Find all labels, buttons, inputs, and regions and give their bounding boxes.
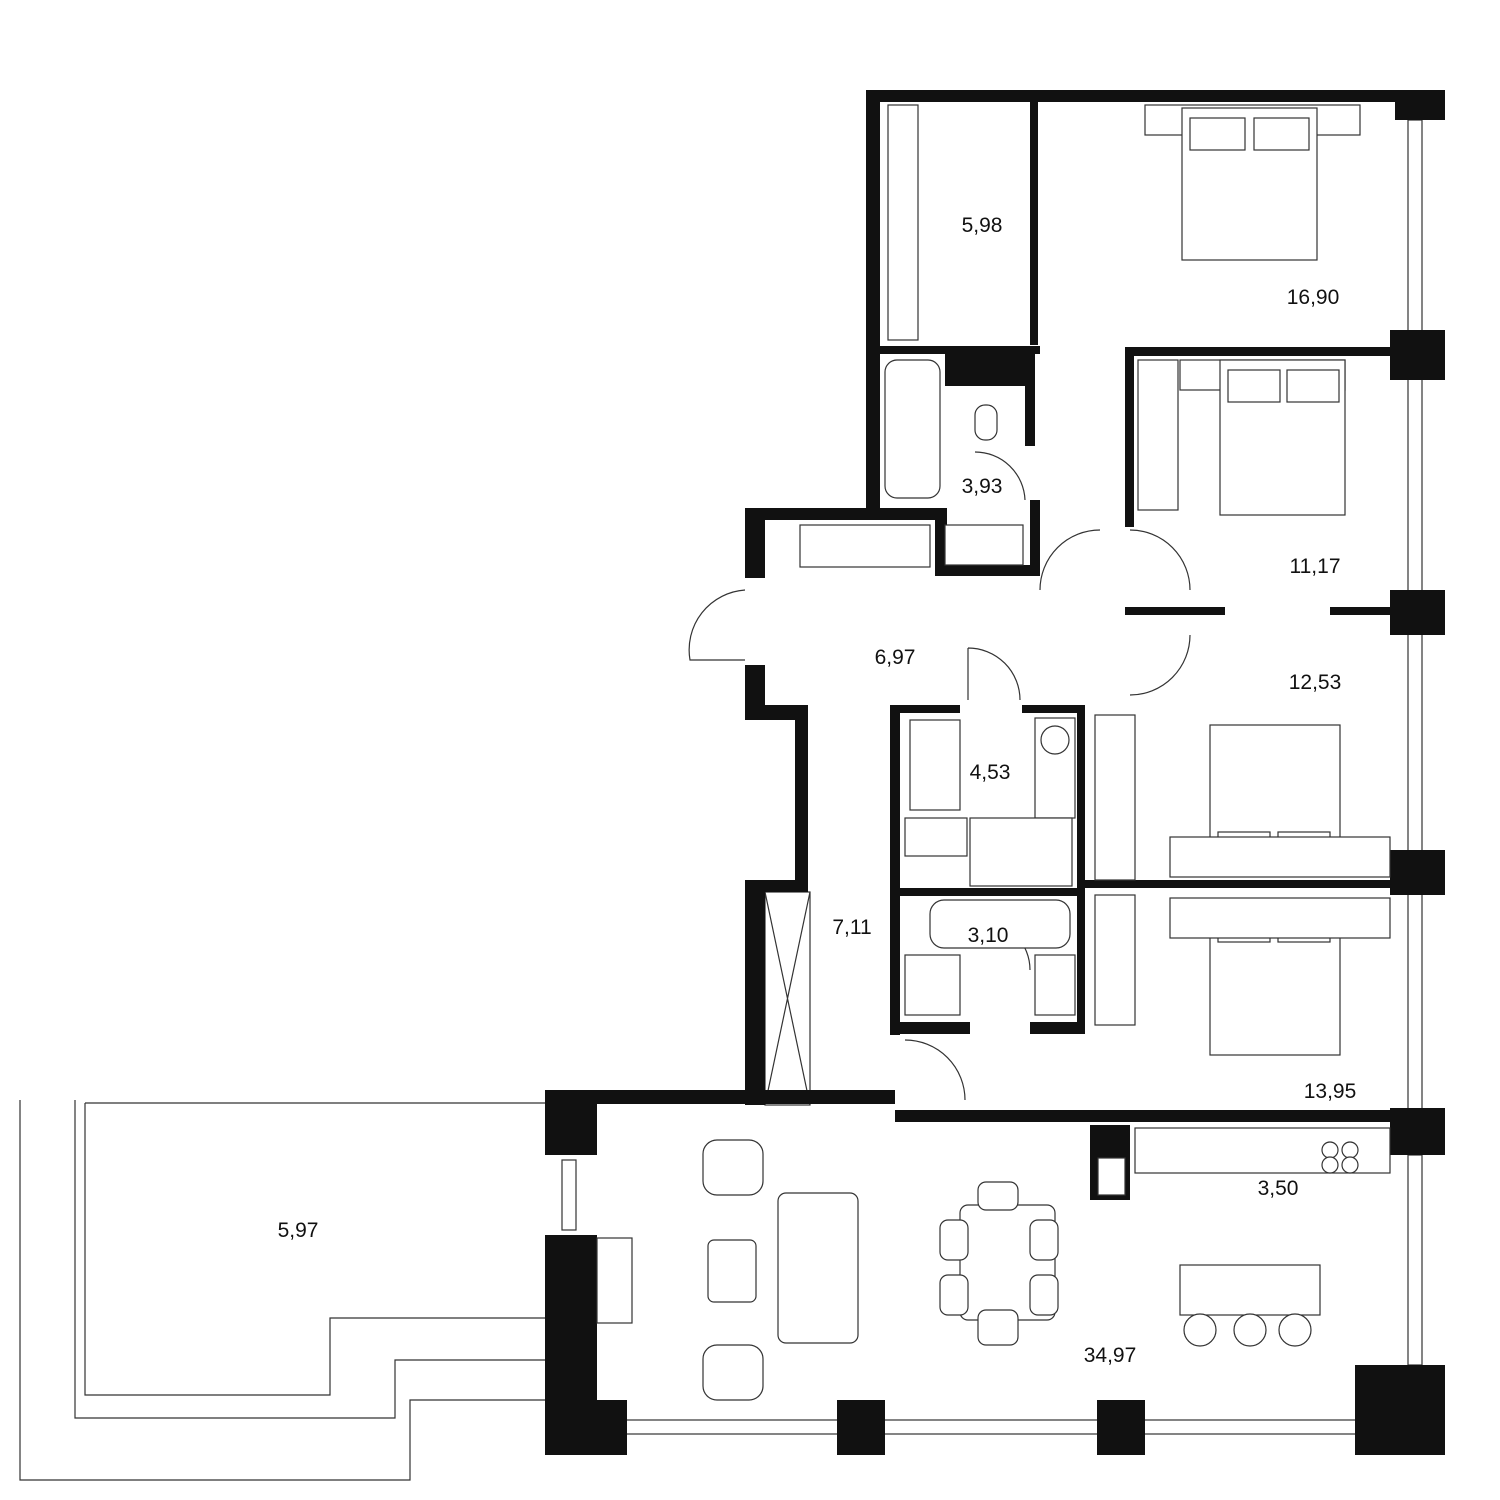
wall bbox=[1390, 330, 1445, 380]
wall bbox=[1030, 1022, 1085, 1034]
furniture-item bbox=[777, 1192, 859, 1344]
room-area-label: 5,98 bbox=[961, 214, 1003, 237]
furniture-item bbox=[929, 899, 1071, 949]
wall bbox=[1125, 347, 1395, 356]
furniture-item bbox=[707, 1239, 757, 1303]
room-area-label: 3,93 bbox=[961, 475, 1003, 498]
furniture-item bbox=[1094, 714, 1136, 881]
furniture-item bbox=[702, 1344, 764, 1401]
wall bbox=[1030, 90, 1038, 345]
wall bbox=[1390, 1108, 1445, 1155]
doors bbox=[688, 451, 1191, 1106]
wall bbox=[745, 508, 765, 578]
wall bbox=[745, 880, 808, 892]
round-fixture bbox=[1341, 1141, 1359, 1159]
room-area-label: 13,95 bbox=[1303, 1080, 1357, 1103]
wall bbox=[1085, 880, 1390, 888]
wall bbox=[795, 705, 808, 890]
furniture-item bbox=[1029, 1274, 1059, 1316]
furniture-item bbox=[1097, 1157, 1126, 1196]
wall bbox=[890, 888, 1085, 896]
wall bbox=[895, 1110, 1395, 1122]
furniture-item bbox=[1227, 369, 1281, 403]
room-area-label: 6,97 bbox=[874, 646, 916, 669]
room-area-label: 7,11 bbox=[832, 916, 872, 939]
room-area-label: 5,97 bbox=[277, 1219, 319, 1242]
furniture-item bbox=[977, 1309, 1019, 1346]
wall bbox=[866, 90, 880, 510]
wall bbox=[1390, 590, 1445, 635]
wall bbox=[890, 705, 960, 713]
wall bbox=[1125, 347, 1134, 527]
furniture-item bbox=[969, 817, 1073, 887]
wall bbox=[837, 1400, 885, 1455]
room-area-label: 16,90 bbox=[1286, 286, 1340, 309]
wall bbox=[1355, 1365, 1445, 1455]
wall bbox=[545, 1235, 597, 1455]
wall bbox=[1025, 346, 1035, 446]
wall bbox=[1395, 90, 1445, 120]
furniture-item bbox=[1029, 1219, 1059, 1261]
wall bbox=[745, 885, 765, 1105]
furniture-item bbox=[944, 524, 1024, 566]
furniture-item bbox=[939, 1219, 969, 1261]
furniture-item bbox=[887, 104, 919, 341]
furniture-item bbox=[1169, 836, 1391, 878]
wall bbox=[945, 346, 1025, 386]
furniture-item bbox=[977, 1181, 1019, 1211]
wall bbox=[890, 1022, 970, 1034]
wall bbox=[1077, 705, 1085, 1025]
furniture-item bbox=[1189, 117, 1246, 151]
furniture-item bbox=[904, 954, 961, 1016]
furniture-item bbox=[1286, 369, 1340, 403]
room-area-label: 11,17 bbox=[1289, 555, 1341, 578]
round-fixture bbox=[1278, 1313, 1312, 1347]
wall bbox=[1125, 607, 1225, 615]
wall bbox=[890, 705, 900, 1035]
room-area-label: 34,97 bbox=[1083, 1344, 1137, 1367]
room-area-label: 3,10 bbox=[967, 924, 1009, 947]
furniture-item bbox=[1253, 117, 1310, 151]
furniture-item bbox=[702, 1139, 764, 1196]
furniture-item bbox=[1169, 897, 1391, 939]
furniture-item bbox=[596, 1237, 633, 1324]
round-fixture bbox=[1321, 1156, 1339, 1174]
furniture-item bbox=[799, 524, 931, 568]
wall bbox=[745, 705, 808, 720]
wall bbox=[1030, 500, 1040, 576]
window bbox=[561, 1159, 577, 1231]
wall bbox=[1022, 705, 1085, 713]
furniture-item bbox=[1034, 954, 1076, 1016]
wall bbox=[866, 90, 1416, 102]
wall bbox=[545, 1090, 895, 1104]
room-area-label: 3,50 bbox=[1257, 1177, 1299, 1200]
furniture-item bbox=[1137, 359, 1179, 511]
round-fixture bbox=[1321, 1141, 1339, 1159]
round-fixture bbox=[1040, 725, 1070, 755]
window bbox=[596, 1419, 1358, 1435]
window bbox=[1407, 1154, 1423, 1366]
furniture bbox=[596, 104, 1391, 1401]
wall bbox=[745, 508, 935, 520]
furniture-item bbox=[974, 404, 998, 441]
wall bbox=[935, 508, 947, 576]
furniture-item bbox=[1179, 1264, 1321, 1316]
wall bbox=[1330, 607, 1395, 615]
round-fixture bbox=[1341, 1156, 1359, 1174]
round-fixture bbox=[1233, 1313, 1267, 1347]
room-area-label: 4,53 bbox=[969, 761, 1011, 784]
wall bbox=[1097, 1400, 1145, 1455]
furniture-item bbox=[904, 817, 968, 857]
round-fixture bbox=[1183, 1313, 1217, 1347]
terrace-outline bbox=[19, 1100, 545, 1481]
furniture-item bbox=[909, 719, 961, 811]
furniture-item bbox=[939, 1274, 969, 1316]
wall bbox=[1390, 850, 1445, 895]
furniture-item bbox=[884, 359, 941, 499]
wall bbox=[935, 565, 1040, 576]
furniture-item bbox=[1094, 894, 1136, 1026]
room-area-label: 12,53 bbox=[1288, 671, 1342, 694]
